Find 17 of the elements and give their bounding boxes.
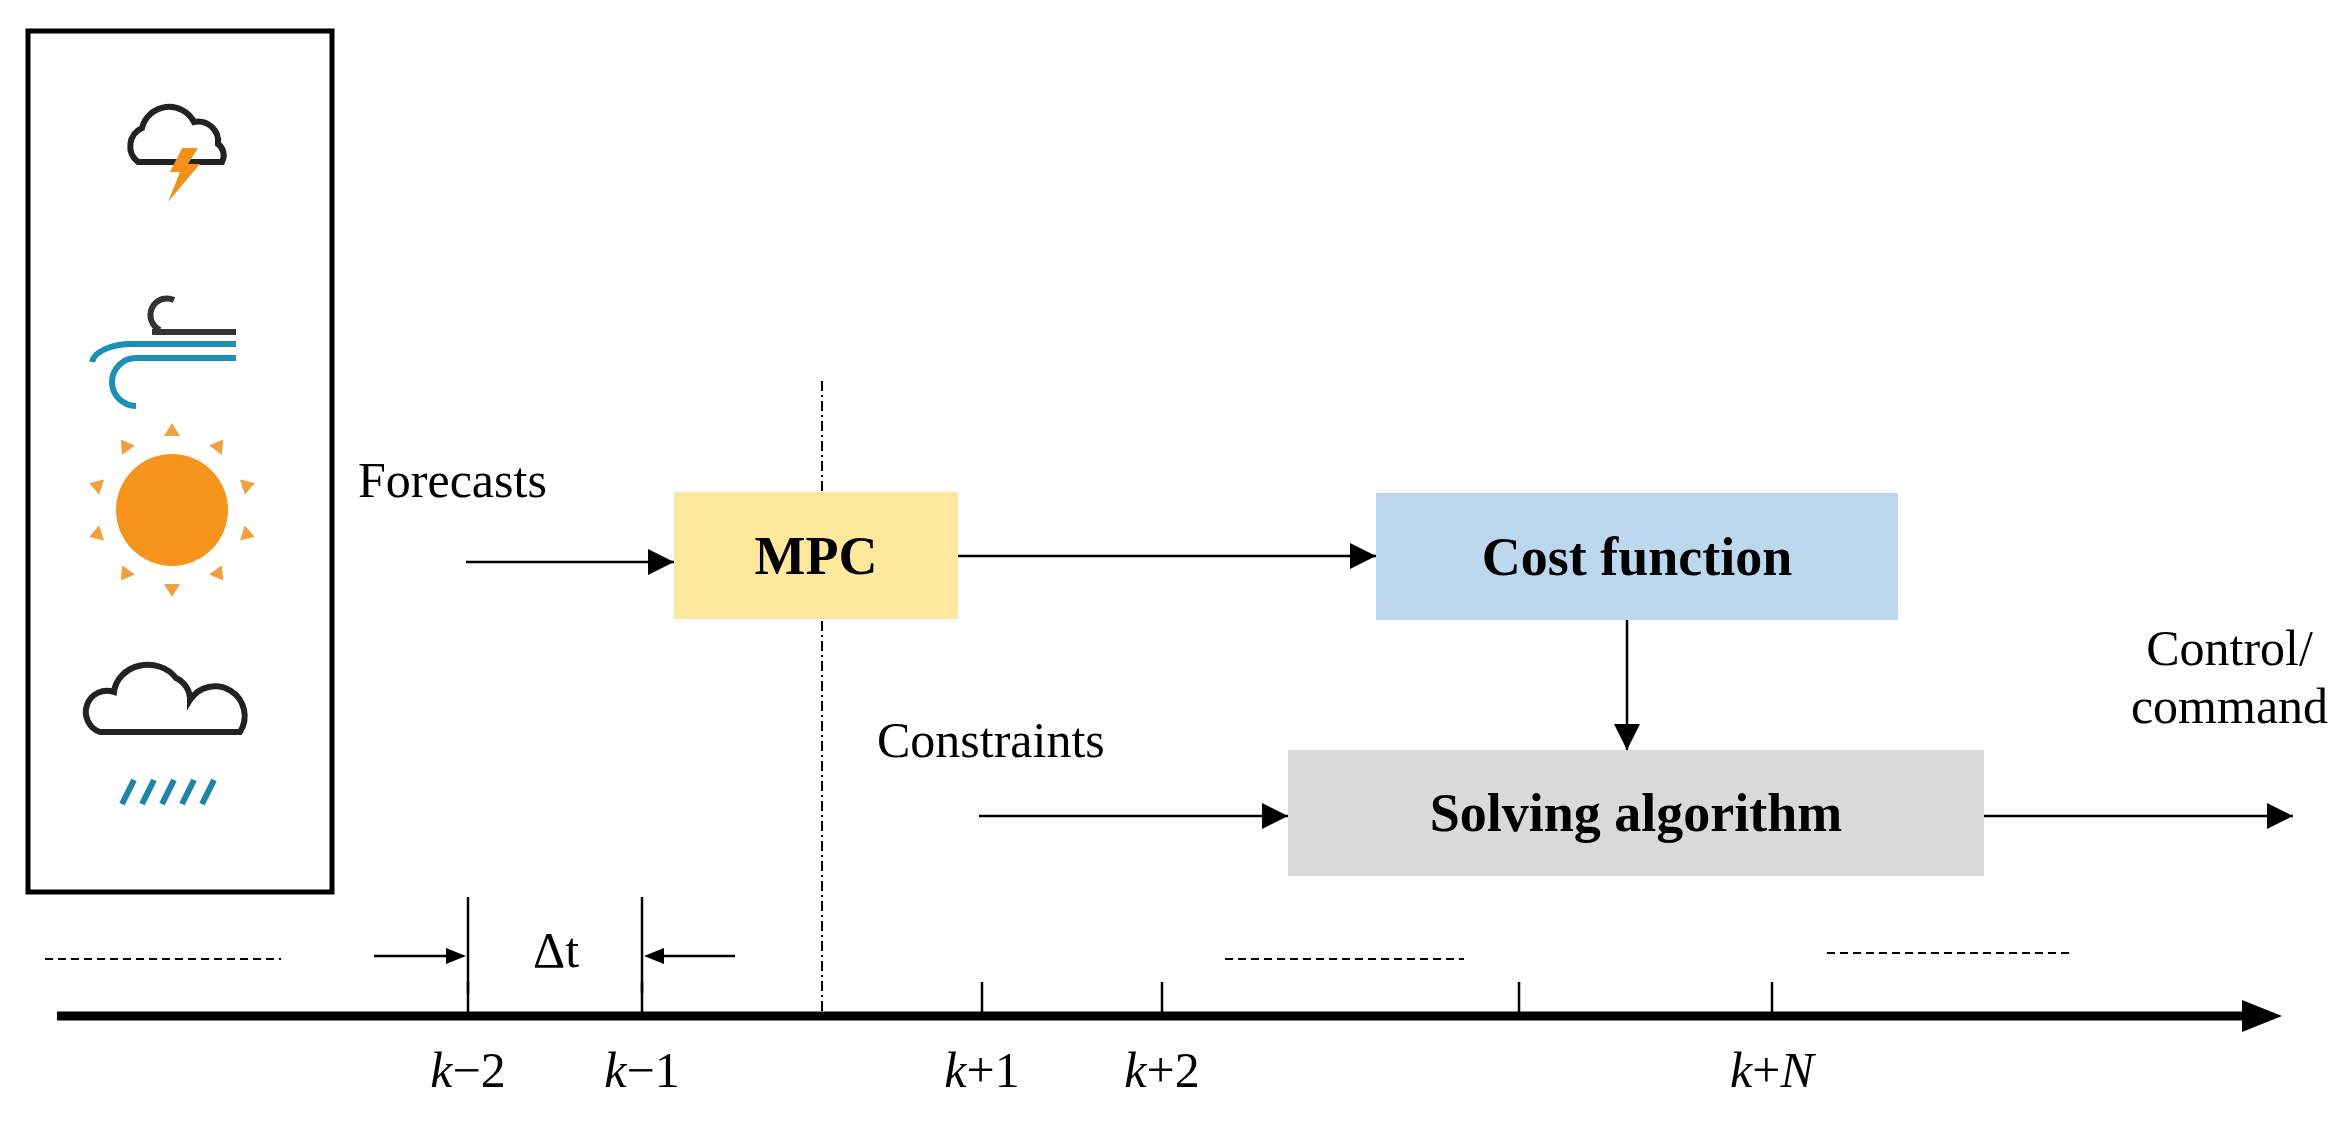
process-box: Solving algorithm xyxy=(1288,750,1984,876)
annotation-text: Forecasts xyxy=(358,452,547,510)
process-box: MPC xyxy=(674,492,958,619)
tick-label: k+N xyxy=(1730,1042,1814,1100)
tick-label: k+1 xyxy=(944,1042,1020,1100)
tick-label: k−2 xyxy=(430,1042,506,1100)
tick-label: k+2 xyxy=(1124,1042,1200,1100)
arrow xyxy=(466,549,674,575)
process-box: Cost function xyxy=(1376,493,1898,620)
arrow xyxy=(1614,620,1640,750)
arrow xyxy=(1984,803,2293,829)
arrow xyxy=(979,803,1288,829)
annotation-text: Constraints xyxy=(877,712,1105,770)
tick-label: k−1 xyxy=(604,1042,680,1100)
annotation-text: Control/ command xyxy=(2129,620,2330,735)
interval-label: Δt xyxy=(533,922,579,980)
arrow xyxy=(958,543,1376,569)
